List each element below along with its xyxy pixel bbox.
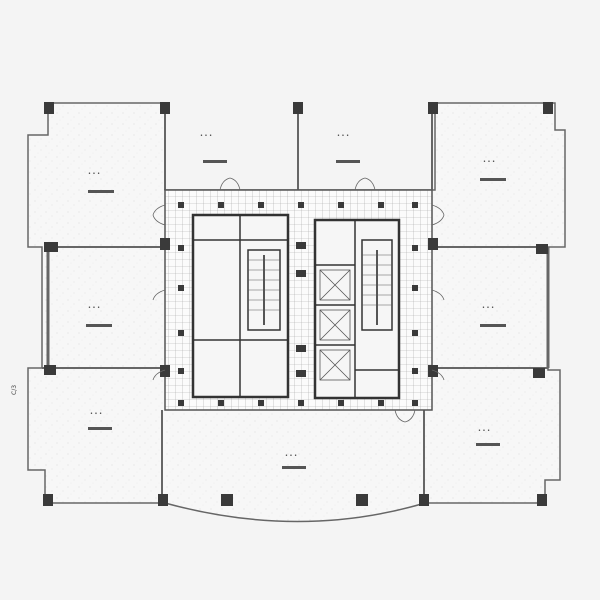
doors (152, 177, 445, 423)
elevators (319, 269, 351, 381)
room-labels: • • • • • • • • • • • • • • • • • • • • … (86, 133, 506, 469)
office-ne-label: • • • (483, 159, 495, 165)
core-east (313, 218, 401, 400)
office-se-label: • • • (478, 428, 490, 434)
side-annotation: C/3 (11, 385, 18, 395)
office-e-label: • • • (482, 305, 494, 311)
office-sw-label: • • • (90, 411, 102, 417)
stair-treads (248, 250, 392, 325)
office-n-left-label: • • • (200, 133, 212, 139)
office-s-label: • • • (285, 453, 297, 459)
partition-walls (42, 103, 550, 503)
shaft (296, 242, 306, 377)
office-w-label: • • • (88, 305, 100, 311)
office-n-right-label: • • • (337, 133, 349, 139)
columns (43, 102, 553, 506)
office-nw-label: • • • (88, 171, 100, 177)
